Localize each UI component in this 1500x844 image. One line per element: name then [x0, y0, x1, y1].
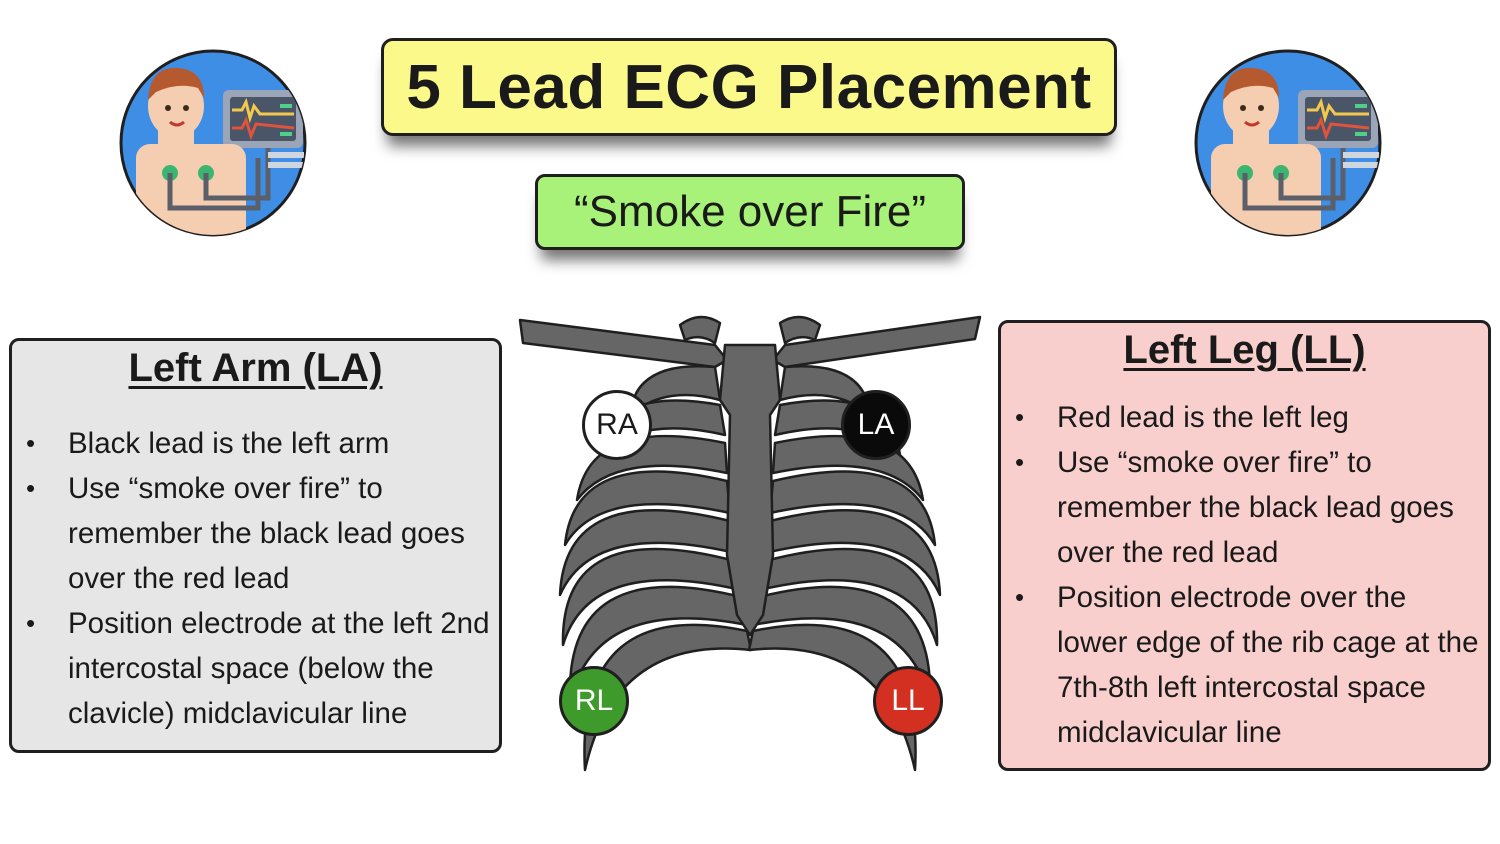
list-item: Black lead is the left arm [12, 421, 499, 466]
list-item: Red lead is the left leg [1001, 395, 1488, 440]
left-arm-heading: Left Arm (LA) [128, 346, 383, 390]
left-leg-bullets: Red lead is the left leg Use “smoke over… [1001, 395, 1488, 755]
ribcage-illustration [518, 315, 982, 772]
patient-monitor-icon [119, 49, 307, 237]
electrode-ll: LL [873, 666, 943, 736]
list-item: Position electrode over the lower edge o… [1001, 575, 1488, 755]
title-banner: 5 Lead ECG Placement [381, 38, 1117, 136]
electrode-ll-label: LL [891, 684, 925, 717]
electrode-la: LA [841, 390, 911, 460]
list-item: Use “smoke over fire” to remember the bl… [1001, 440, 1488, 575]
electrode-ra: RA [582, 390, 652, 460]
list-item: Use “smoke over fire” to remember the bl… [12, 466, 499, 601]
electrode-ra-label: RA [596, 408, 638, 441]
electrode-rl-label: RL [574, 684, 614, 717]
electrode-rl: RL [559, 666, 629, 736]
patient-monitor-icon [1194, 49, 1382, 237]
list-item: Position electrode at the left 2nd inter… [12, 601, 499, 736]
left-leg-heading: Left Leg (LL) [1123, 328, 1366, 372]
electrode-la-label: LA [857, 408, 895, 441]
left-arm-bullets: Black lead is the left arm Use “smoke ov… [12, 421, 499, 736]
left-leg-panel: Left Leg (LL) Red lead is the left leg U… [998, 320, 1491, 771]
mnemonic-banner: “Smoke over Fire” [535, 174, 965, 250]
page-title: 5 Lead ECG Placement [406, 52, 1092, 122]
left-arm-panel: Left Arm (LA) Black lead is the left arm… [9, 338, 502, 753]
mnemonic-text: “Smoke over Fire” [573, 187, 927, 236]
